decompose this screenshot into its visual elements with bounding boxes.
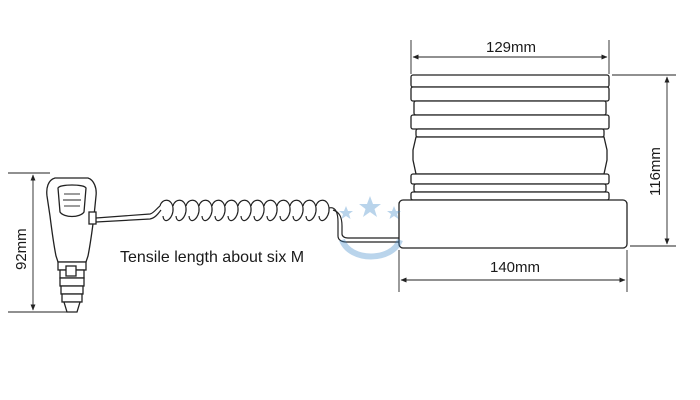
dimension-base-width: 140mm	[398, 250, 628, 292]
lens-ribs	[410, 74, 610, 201]
cigarette-plug	[46, 177, 97, 313]
base-width-label: 140mm	[490, 259, 540, 276]
star-logo-watermark	[339, 196, 403, 260]
height-label: 116mm	[647, 147, 664, 196]
dimension-height: 116mm	[612, 74, 676, 247]
top-width-label: 129mm	[486, 39, 536, 56]
plug-length-label: 92mm	[13, 228, 30, 270]
tensile-length-note: Tensile length about six M	[120, 249, 304, 266]
cable-coils	[159, 199, 330, 222]
dimension-plug-length: 92mm	[8, 172, 70, 313]
beacon-base	[398, 199, 628, 249]
coiled-cable	[95, 199, 399, 243]
dimension-top-width: 129mm	[410, 39, 610, 74]
beacon-light	[398, 74, 628, 249]
